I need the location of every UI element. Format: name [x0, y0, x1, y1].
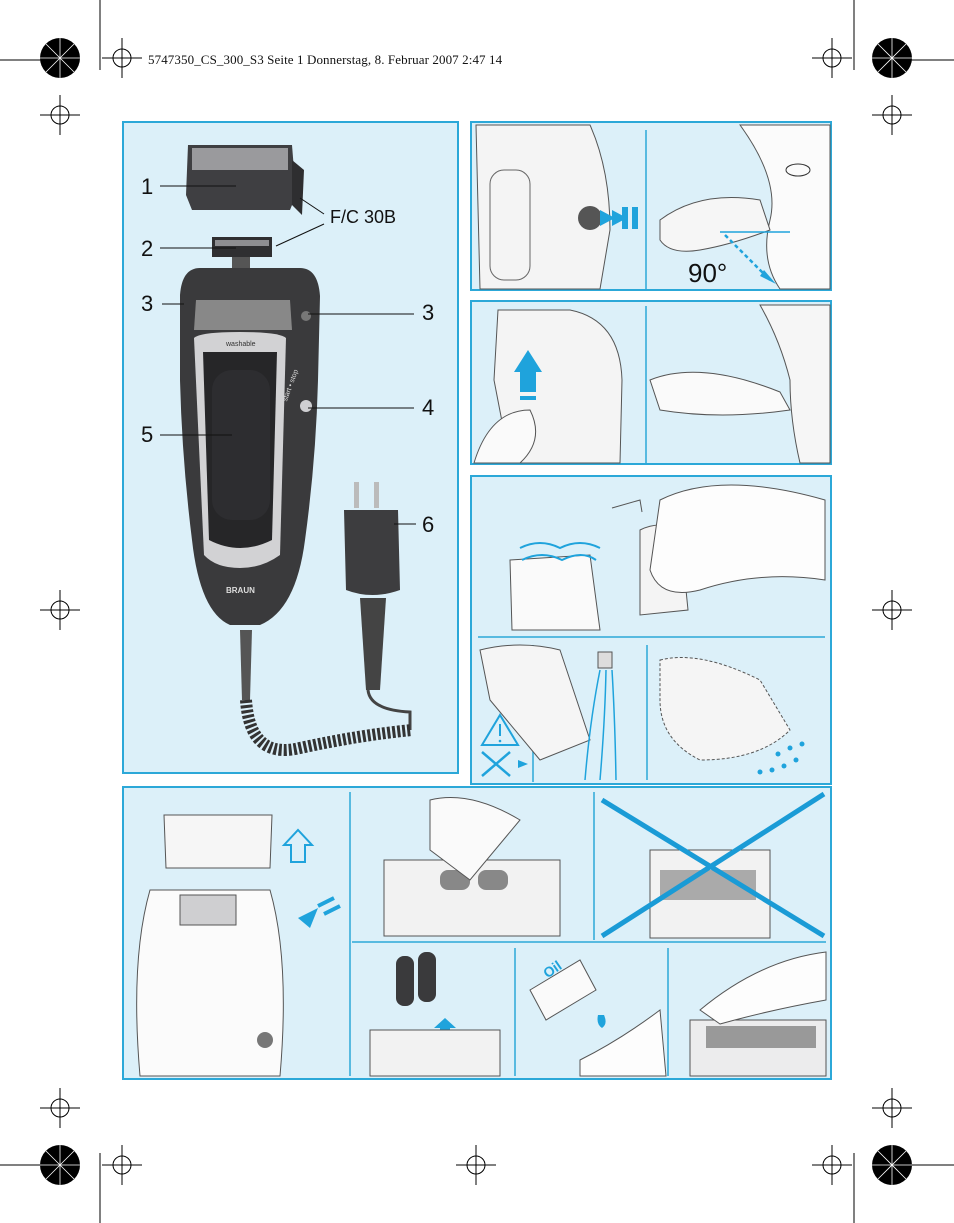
part-label-2: 2 [141, 236, 154, 261]
part-label-1: 1 [141, 174, 154, 199]
part-label-4: 4 [422, 395, 435, 420]
brand-logo-text: BRAUN [226, 586, 255, 595]
print-header: 5747350_CS_300_S3 Seite 1 Donnerstag, 8.… [148, 52, 503, 67]
part-label-3-right: 3 [422, 300, 435, 325]
part-label-5: 5 [141, 422, 154, 447]
cassette-code: F/C 30B [330, 207, 397, 227]
part-label-6: 6 [422, 512, 435, 537]
part-label-3-left: 3 [141, 291, 154, 316]
angle-label: 90° [688, 258, 728, 288]
washable-text: washable [226, 341, 256, 348]
